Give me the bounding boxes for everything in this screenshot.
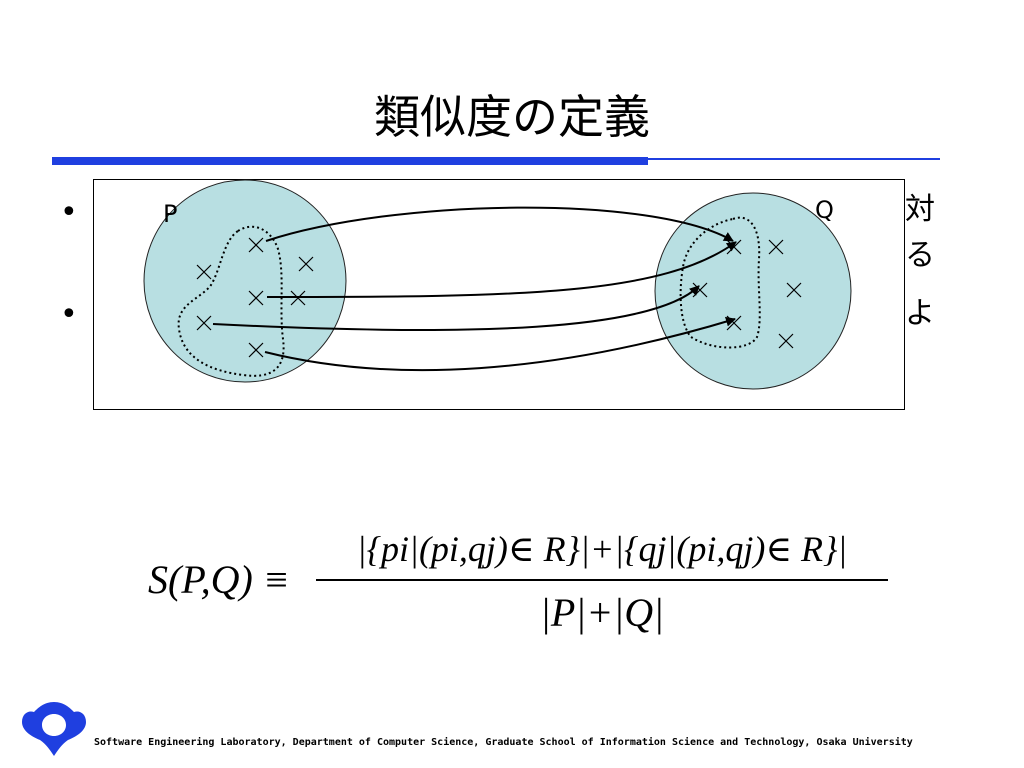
p-element-5 (290, 290, 306, 306)
q-element-6 (778, 333, 794, 349)
title-underline-thick (52, 157, 648, 165)
set-p-circle (143, 179, 347, 383)
p-element-7 (248, 342, 264, 358)
set-q-circle (654, 192, 852, 390)
university-logo-icon (22, 702, 86, 756)
q-element-2 (768, 239, 784, 255)
arrow-3 (212, 285, 700, 332)
slide-title: 類似度の定義 (374, 90, 650, 144)
arrow-4 (264, 316, 736, 372)
p-subset-outline (177, 225, 285, 377)
q-subset-outline (679, 216, 761, 349)
arrow-1 (265, 206, 734, 242)
bullet-marker-1: • (60, 195, 78, 230)
p-element-2 (196, 264, 212, 280)
p-element-4 (248, 290, 264, 306)
footer-text: Software Engineering Laboratory, Departm… (94, 737, 913, 748)
arrow-2 (266, 241, 737, 298)
set-p-label: P (163, 200, 177, 228)
similarity-formula: S(P,Q) ≡ |{pi|(pi,qj)∈ R}|+|{qj|(pi,qj)∈… (148, 525, 908, 655)
correspondence-arrows (212, 206, 737, 372)
p-element-3 (298, 256, 314, 272)
q-element-4 (786, 282, 802, 298)
p-element-6 (196, 315, 212, 331)
formula-numerator: |{pi|(pi,qj)∈ R}|+|{qj|(pi,qj)∈ R}| (356, 529, 848, 569)
formula-lhs: S(P,Q) ≡ (148, 557, 290, 602)
set-correspondence-diagram: P Q (93, 179, 905, 410)
set-q-label: Q (815, 196, 834, 224)
formula-fraction-bar (316, 579, 888, 581)
bullet-marker-2: • (60, 297, 78, 332)
p-element-1 (248, 237, 264, 253)
bullet-1-fragment-top: 対 (905, 192, 935, 227)
title-underline-thin (648, 158, 940, 160)
bullet-1-fragment-bottom: る (905, 238, 935, 273)
bullet-2-fragment: よ (905, 296, 935, 331)
p-elements (196, 237, 314, 358)
formula-denominator: |P|+|Q| (539, 590, 665, 635)
